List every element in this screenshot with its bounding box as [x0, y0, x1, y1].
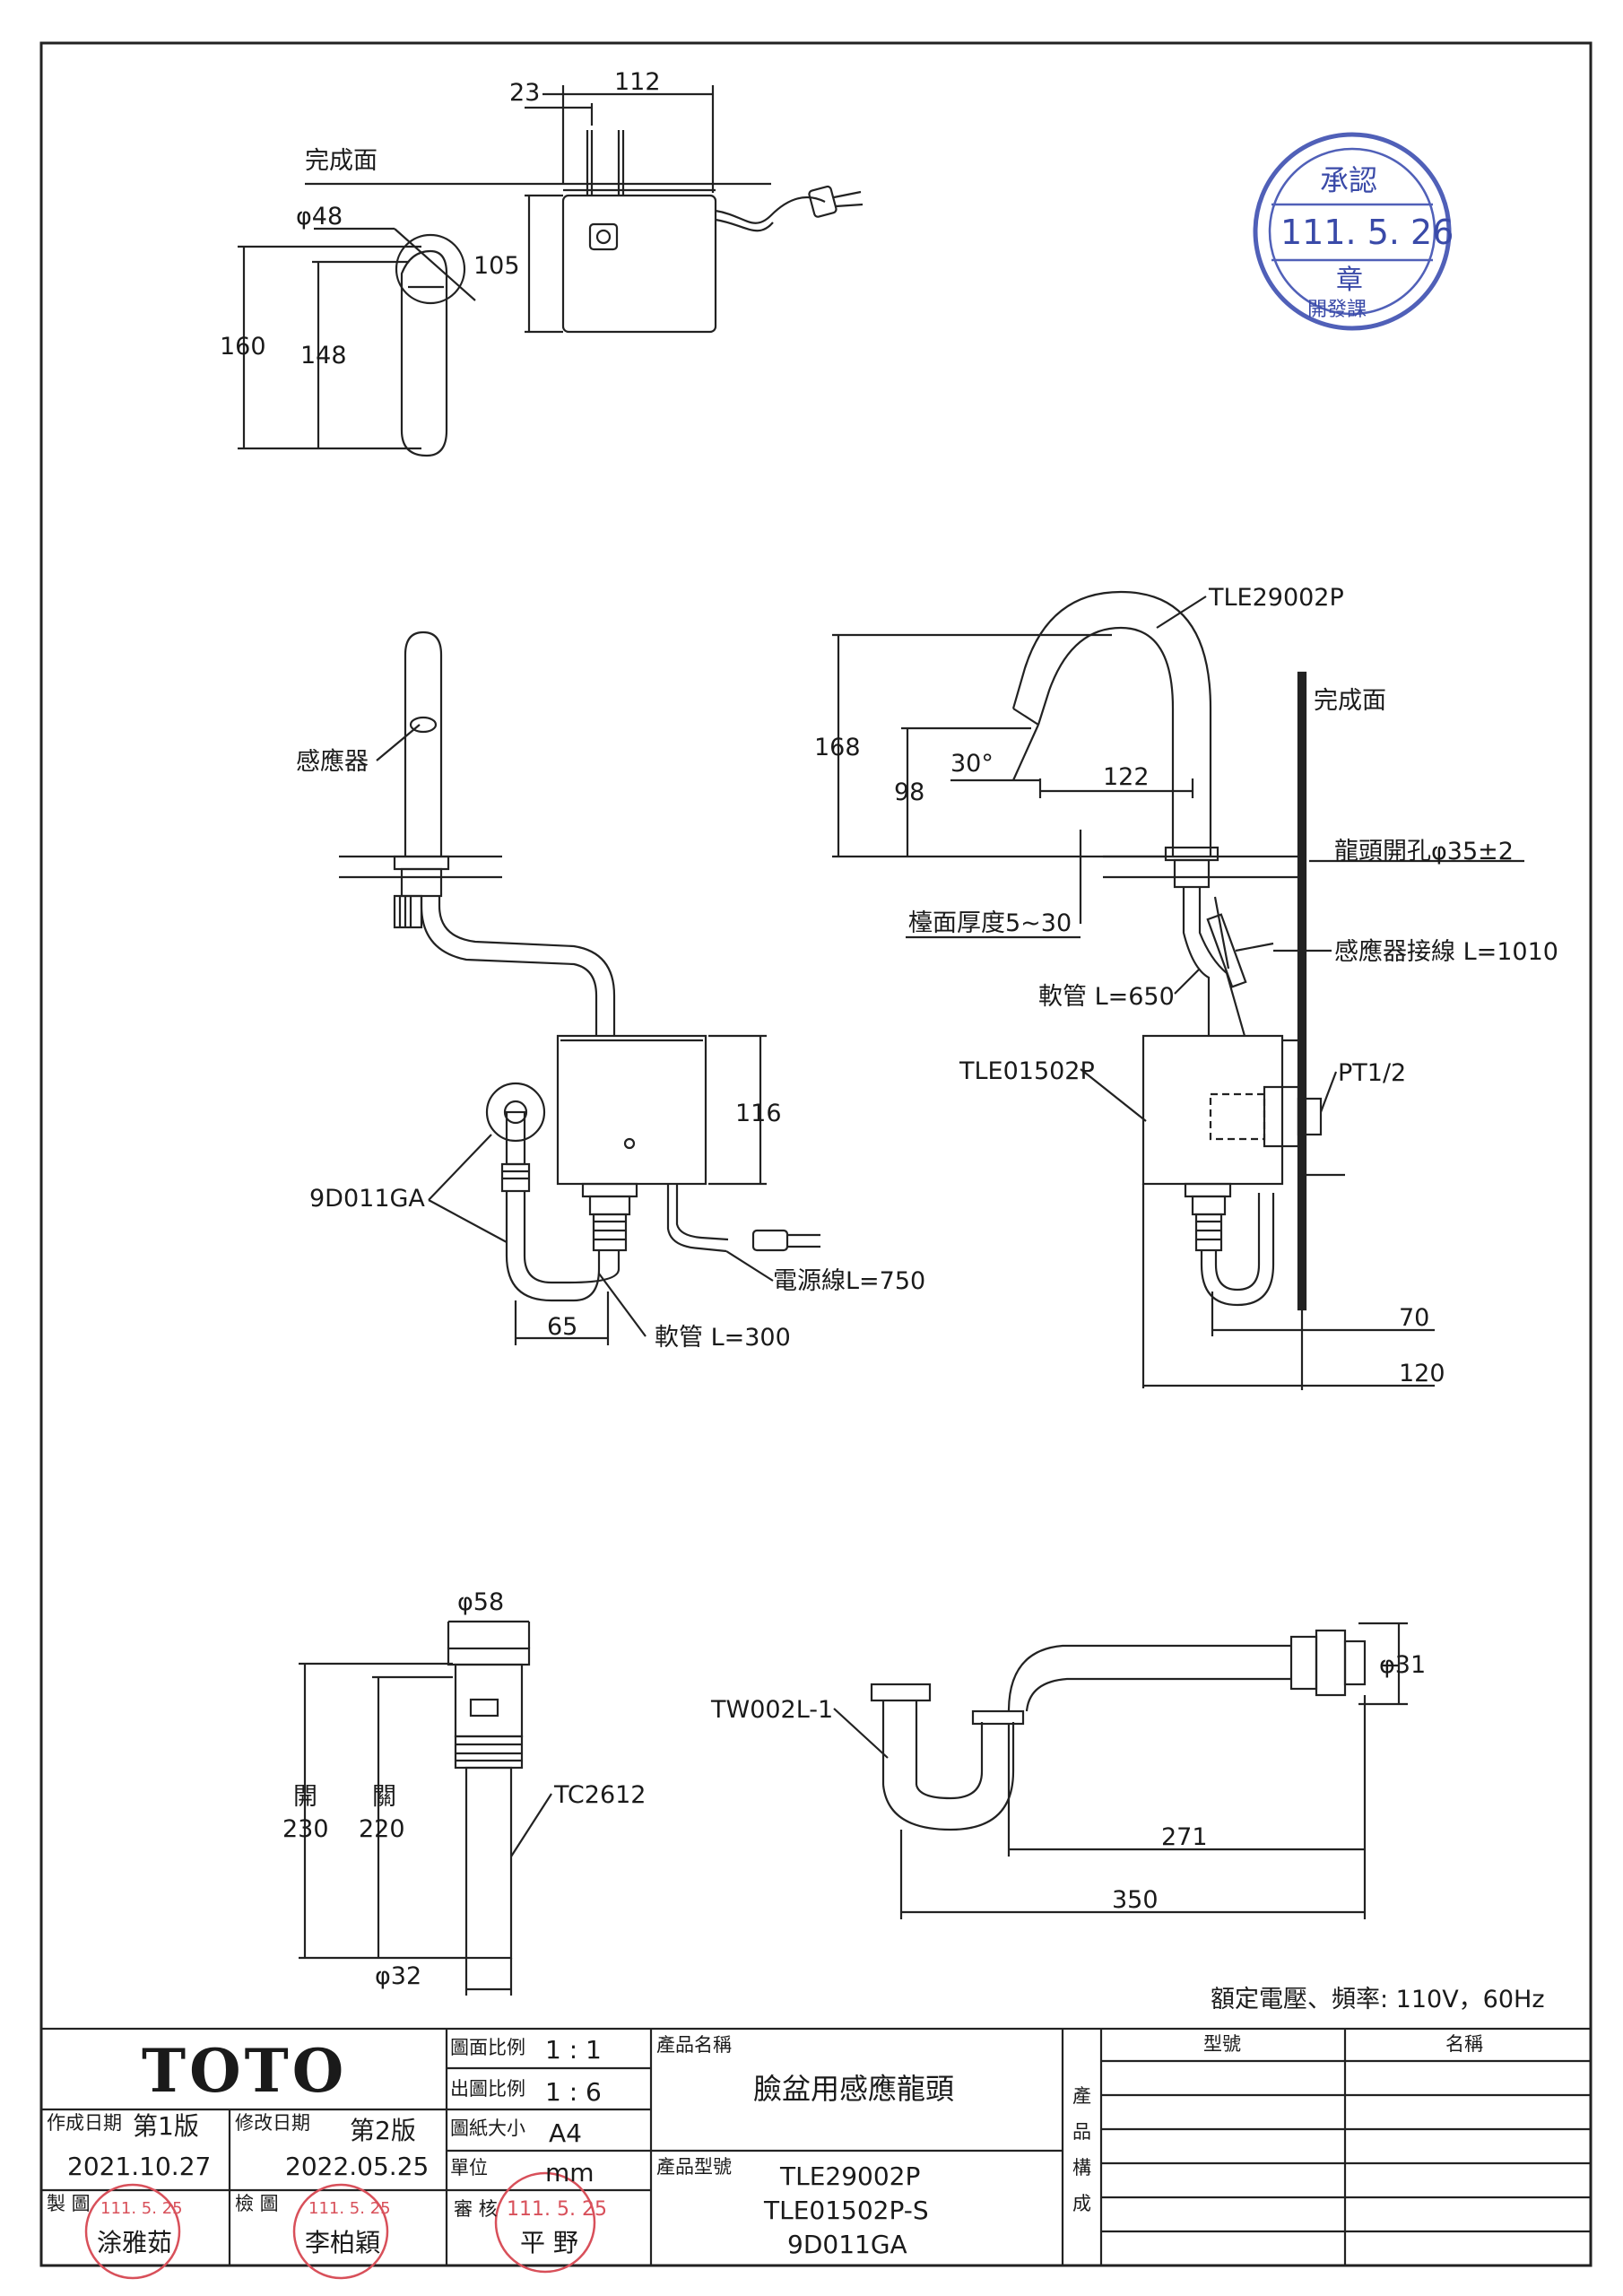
dim-220: 220	[359, 1815, 405, 1843]
dim-23: 23	[509, 79, 540, 107]
faucet-model-label: TLE29002P	[1208, 584, 1344, 612]
view-drain	[299, 1620, 552, 1996]
view-trap	[833, 1622, 1408, 1919]
trap-model-label: TW002L-1	[710, 1696, 833, 1724]
revised-version: 第2版	[350, 2116, 416, 2145]
dim-271: 271	[1161, 1823, 1208, 1851]
created-version: 第1版	[133, 2111, 199, 2141]
unit-value: mm	[545, 2158, 595, 2187]
model-2: TLE01502P-S	[763, 2196, 929, 2225]
surface-label-top: 完成面	[305, 147, 378, 175]
drawn-label: 製 圖	[47, 2193, 91, 2214]
revised-date: 2022.05.25	[285, 2152, 429, 2181]
dim-120: 120	[1399, 1360, 1445, 1387]
print-scale-label: 出圖比例	[450, 2078, 525, 2100]
view-top-plan	[238, 85, 864, 457]
checked-label: 檢 圖	[235, 2193, 279, 2214]
approval-stamp: 承認 111. 5. 26 章 開發課	[1253, 132, 1454, 331]
view-front	[339, 631, 820, 1345]
counter-thickness-label: 檯面厚度5~30	[908, 909, 1072, 937]
stamp-center: 章	[1336, 265, 1363, 296]
small-stamp-date-2: 111. 5. 25	[308, 2199, 391, 2218]
drain-model-label: TC2612	[553, 1781, 646, 1809]
dim-148: 148	[300, 342, 347, 370]
box-model-label: TLE01502P	[959, 1057, 1095, 1085]
dim-105: 105	[473, 252, 520, 280]
review-label: 審 核	[454, 2198, 498, 2220]
power-cord-label: 電源線L=750	[773, 1267, 925, 1295]
paper-label: 圖紙大小	[450, 2118, 525, 2139]
dim-112: 112	[614, 68, 661, 96]
revised-label: 修改日期	[235, 2112, 310, 2134]
valve-label: 9D011GA	[309, 1185, 425, 1213]
hole-label: 龍頭開孔φ35±2	[1334, 838, 1514, 865]
created-date: 2021.10.27	[67, 2152, 211, 2181]
dim-168: 168	[814, 734, 861, 761]
scale-label: 圖面比例	[450, 2037, 525, 2058]
dim-phi58: φ58	[457, 1588, 504, 1616]
product-name: 臉盆用感應龍頭	[753, 2072, 954, 2106]
dim-160: 160	[220, 333, 266, 361]
dim-98: 98	[894, 778, 924, 806]
col-model-header: 型號	[1203, 2033, 1241, 2055]
model-1: TLE29002P	[779, 2161, 920, 2191]
title-block	[39, 2027, 1593, 2267]
thread-label: PT1/2	[1338, 1059, 1406, 1087]
review-date: 111. 5. 25	[507, 2198, 607, 2221]
composition-char-4: 成	[1072, 2193, 1091, 2214]
composition-char-3: 構	[1072, 2157, 1091, 2179]
dim-phi48: φ48	[296, 203, 343, 230]
rated-voltage-text: 額定電壓、頻率: 110V，60Hz	[1211, 1986, 1545, 2013]
stamp-top: 承認	[1320, 163, 1377, 197]
view-side	[832, 590, 1524, 1390]
dim-350: 350	[1112, 1886, 1159, 1914]
unit-label: 單位	[450, 2157, 488, 2179]
dim-phi32: φ32	[375, 1962, 421, 1990]
dim-phi31: φ31	[1379, 1651, 1426, 1679]
hose-300-label: 軟管 L=300	[655, 1324, 791, 1352]
stamp-date: 111. 5. 26	[1280, 213, 1454, 252]
red-stamps	[84, 2171, 596, 2280]
drain-open-label: 開	[293, 1783, 317, 1811]
sensor-label: 感應器	[296, 748, 369, 776]
small-stamp-date-1: 111. 5. 25	[100, 2199, 183, 2218]
checked-by: 李柏穎	[305, 2228, 380, 2257]
composition-char-1: 產	[1072, 2085, 1091, 2107]
dim-70: 70	[1399, 1304, 1429, 1332]
toto-logo: TOTO	[142, 2036, 347, 2106]
model-3: 9D011GA	[787, 2230, 907, 2259]
angle-30: 30°	[950, 750, 994, 778]
dim-116: 116	[735, 1100, 782, 1127]
composition-char-2: 品	[1072, 2121, 1091, 2143]
review-by: 平 野	[520, 2228, 578, 2257]
drain-closed-label: 關	[372, 1783, 396, 1811]
drawn-by: 涂雅茹	[97, 2228, 172, 2257]
scale-value: 1 : 1	[545, 2035, 602, 2065]
print-scale-value: 1 : 6	[545, 2077, 602, 2107]
surface-label-side: 完成面	[1314, 687, 1386, 715]
product-name-label: 產品名稱	[656, 2034, 732, 2056]
col-name-header: 名稱	[1445, 2033, 1483, 2055]
drawing-border	[39, 41, 1593, 2267]
stamp-bottom: 開發課	[1307, 299, 1367, 321]
created-label: 作成日期	[47, 2112, 122, 2134]
sensor-wire-label: 感應器接線 L=1010	[1334, 938, 1558, 966]
dim-65: 65	[547, 1313, 577, 1341]
hose-650-label: 軟管 L=650	[1038, 983, 1175, 1011]
dim-230: 230	[282, 1815, 329, 1843]
paper-value: A4	[549, 2118, 582, 2148]
product-model-label: 產品型號	[656, 2156, 732, 2178]
dim-122: 122	[1103, 763, 1150, 791]
